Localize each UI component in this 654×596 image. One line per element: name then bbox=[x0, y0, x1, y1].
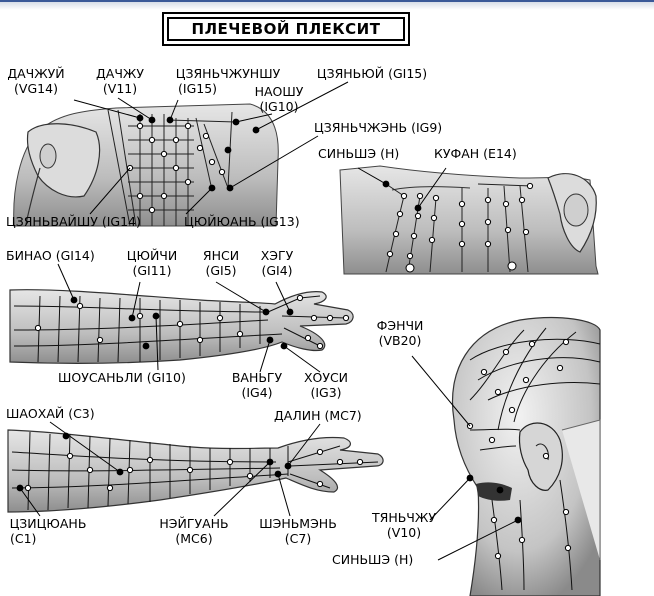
label-jianyu-name: ЦЗЯНЬЮЙ (GI15) bbox=[316, 66, 428, 81]
label-dazhui: ДАЧЖУЙ (VG14) bbox=[4, 66, 68, 96]
label-fengchi-name: ФЭНЧИ bbox=[376, 318, 424, 333]
leader-lines bbox=[19, 81, 519, 561]
label-xinshe-bottom: СИНЬШЭ (Н) bbox=[332, 552, 432, 567]
label-hegu-code: (GI4) bbox=[261, 263, 293, 278]
label-neiguan: НЭЙГУАНЬ (МС6) bbox=[148, 516, 240, 546]
label-tianzhu-name: ТЯНЬЧЖУ bbox=[372, 510, 436, 525]
label-jianwaishu: ЦЗЯНЬВАЙШУ (IG14) bbox=[6, 214, 166, 229]
label-shaohai-name: ШАОХАЙ (С3) bbox=[6, 406, 95, 421]
top-border-line bbox=[0, 0, 654, 2]
label-daling: ДАЛИН (МС7) bbox=[274, 408, 384, 423]
label-fengchi: ФЭНЧИ (VB20) bbox=[370, 318, 430, 348]
label-binao: БИНАО (GI14) bbox=[6, 248, 116, 263]
label-jianwaishu-name: ЦЗЯНЬВАЙШУ (IG14) bbox=[6, 214, 141, 229]
page-title: ПЛЕЧЕВОЙ ПЛЕКСИТ bbox=[191, 20, 381, 38]
label-wangu-code: (IG4) bbox=[241, 385, 273, 400]
label-quyuan: ЦЮЙЮАНЬ (IG13) bbox=[184, 214, 334, 229]
label-yangxi-name: ЯНСИ bbox=[202, 248, 240, 263]
label-yangxi-code: (GI5) bbox=[205, 263, 237, 278]
label-quchi: ЦЮЙЧИ (GI11) bbox=[120, 248, 184, 278]
label-quchi-name: ЦЮЙЧИ bbox=[126, 248, 178, 263]
label-hegu-name: ХЭГУ bbox=[260, 248, 294, 263]
label-hegu: ХЭГУ (GI4) bbox=[252, 248, 302, 278]
label-jiquan-name: ЦЗИЦЮАНЬ bbox=[9, 516, 87, 531]
label-daling-name: ДАЛИН (МС7) bbox=[274, 408, 362, 423]
label-dazhu-code: (V11) bbox=[102, 81, 138, 96]
label-jiquan-code: (С1) bbox=[10, 531, 37, 546]
head-figure bbox=[451, 317, 601, 596]
label-binao-name: БИНАО (GI14) bbox=[6, 248, 95, 263]
label-xinshe-top-name: СИНЬШЭ (Н) bbox=[318, 146, 400, 161]
back-shoulder-figure bbox=[13, 103, 279, 227]
label-shousanli-name: ШОУСАНЬЛИ (GI10) bbox=[58, 370, 186, 385]
label-neiguan-code: (МС6) bbox=[175, 531, 213, 546]
chest-figure bbox=[339, 165, 599, 275]
label-naoshu-name: НАОШУ bbox=[254, 84, 304, 99]
title-frame: ПЛЕЧЕВОЙ ПЛЕКСИТ bbox=[162, 12, 410, 46]
label-jianzhen: ЦЗЯНЬЧЖЭНЬ (IG9) bbox=[314, 120, 484, 135]
label-shenmen-code: (С7) bbox=[284, 531, 312, 546]
label-jianyu: ЦЗЯНЬЮЙ (GI15) bbox=[302, 66, 442, 81]
top-border-gradient bbox=[0, 2, 654, 10]
label-naoshu: НАОШУ (IG10) bbox=[244, 84, 314, 114]
label-houxi-name: ХОУСИ bbox=[303, 370, 349, 385]
label-shenmen-name: ШЭНЬМЭНЬ bbox=[259, 516, 337, 531]
label-dazhui-name: ДАЧЖУЙ bbox=[7, 66, 65, 81]
label-dazhui-code: (VG14) bbox=[14, 81, 58, 96]
label-shousanli: ШОУСАНЬЛИ (GI10) bbox=[58, 370, 218, 385]
label-wangu-name: ВАНЬГУ bbox=[231, 370, 283, 385]
label-quyuan-name: ЦЮЙЮАНЬ (IG13) bbox=[184, 214, 300, 229]
label-yangxi: ЯНСИ (GI5) bbox=[196, 248, 246, 278]
label-quchi-code: (GI11) bbox=[132, 263, 172, 278]
label-jianzhongshu-name: ЦЗЯНЬЧЖУНШУ bbox=[175, 66, 281, 81]
label-jianzhongshu: ЦЗЯНЬЧЖУНШУ (IG15) bbox=[158, 66, 298, 96]
label-tianzhu-code: (V10) bbox=[386, 525, 422, 540]
label-jianzhen-name: ЦЗЯНЬЧЖЭНЬ (IG9) bbox=[314, 120, 443, 135]
outer-arm-figure bbox=[9, 289, 354, 364]
title-frame-inner: ПЛЕЧЕВОЙ ПЛЕКСИТ bbox=[167, 17, 405, 41]
label-houxi: ХОУСИ (IG3) bbox=[296, 370, 356, 400]
label-houxi-code: (IG3) bbox=[310, 385, 342, 400]
label-kufang-name: КУФАН (Е14) bbox=[434, 146, 517, 161]
label-fengchi-code: (VB20) bbox=[378, 333, 422, 348]
label-xinshe-bottom-name: СИНЬШЭ (Н) bbox=[332, 552, 414, 567]
label-tianzhu: ТЯНЬЧЖУ (V10) bbox=[360, 510, 448, 540]
label-dazhu-name: ДАЧЖУ bbox=[96, 66, 144, 81]
label-neiguan-name: НЭЙГУАНЬ bbox=[159, 516, 229, 531]
label-xinshe-top: СИНЬШЭ (Н) bbox=[318, 146, 418, 161]
label-dazhu: ДАЧЖУ (V11) bbox=[88, 66, 152, 96]
label-naoshu-code: (IG10) bbox=[259, 99, 299, 114]
label-kufang: КУФАН (Е14) bbox=[434, 146, 544, 161]
label-shaohai: ШАОХАЙ (С3) bbox=[6, 406, 116, 421]
label-jiquan: ЦЗИЦЮАНЬ (С1) bbox=[6, 516, 90, 546]
label-shenmen: ШЭНЬМЭНЬ (С7) bbox=[250, 516, 346, 546]
label-jianzhongshu-code: (IG15) bbox=[178, 81, 218, 96]
top-border bbox=[0, 0, 654, 10]
inner-arm-figure bbox=[7, 429, 384, 513]
label-wangu: ВАНЬГУ (IG4) bbox=[224, 370, 290, 400]
